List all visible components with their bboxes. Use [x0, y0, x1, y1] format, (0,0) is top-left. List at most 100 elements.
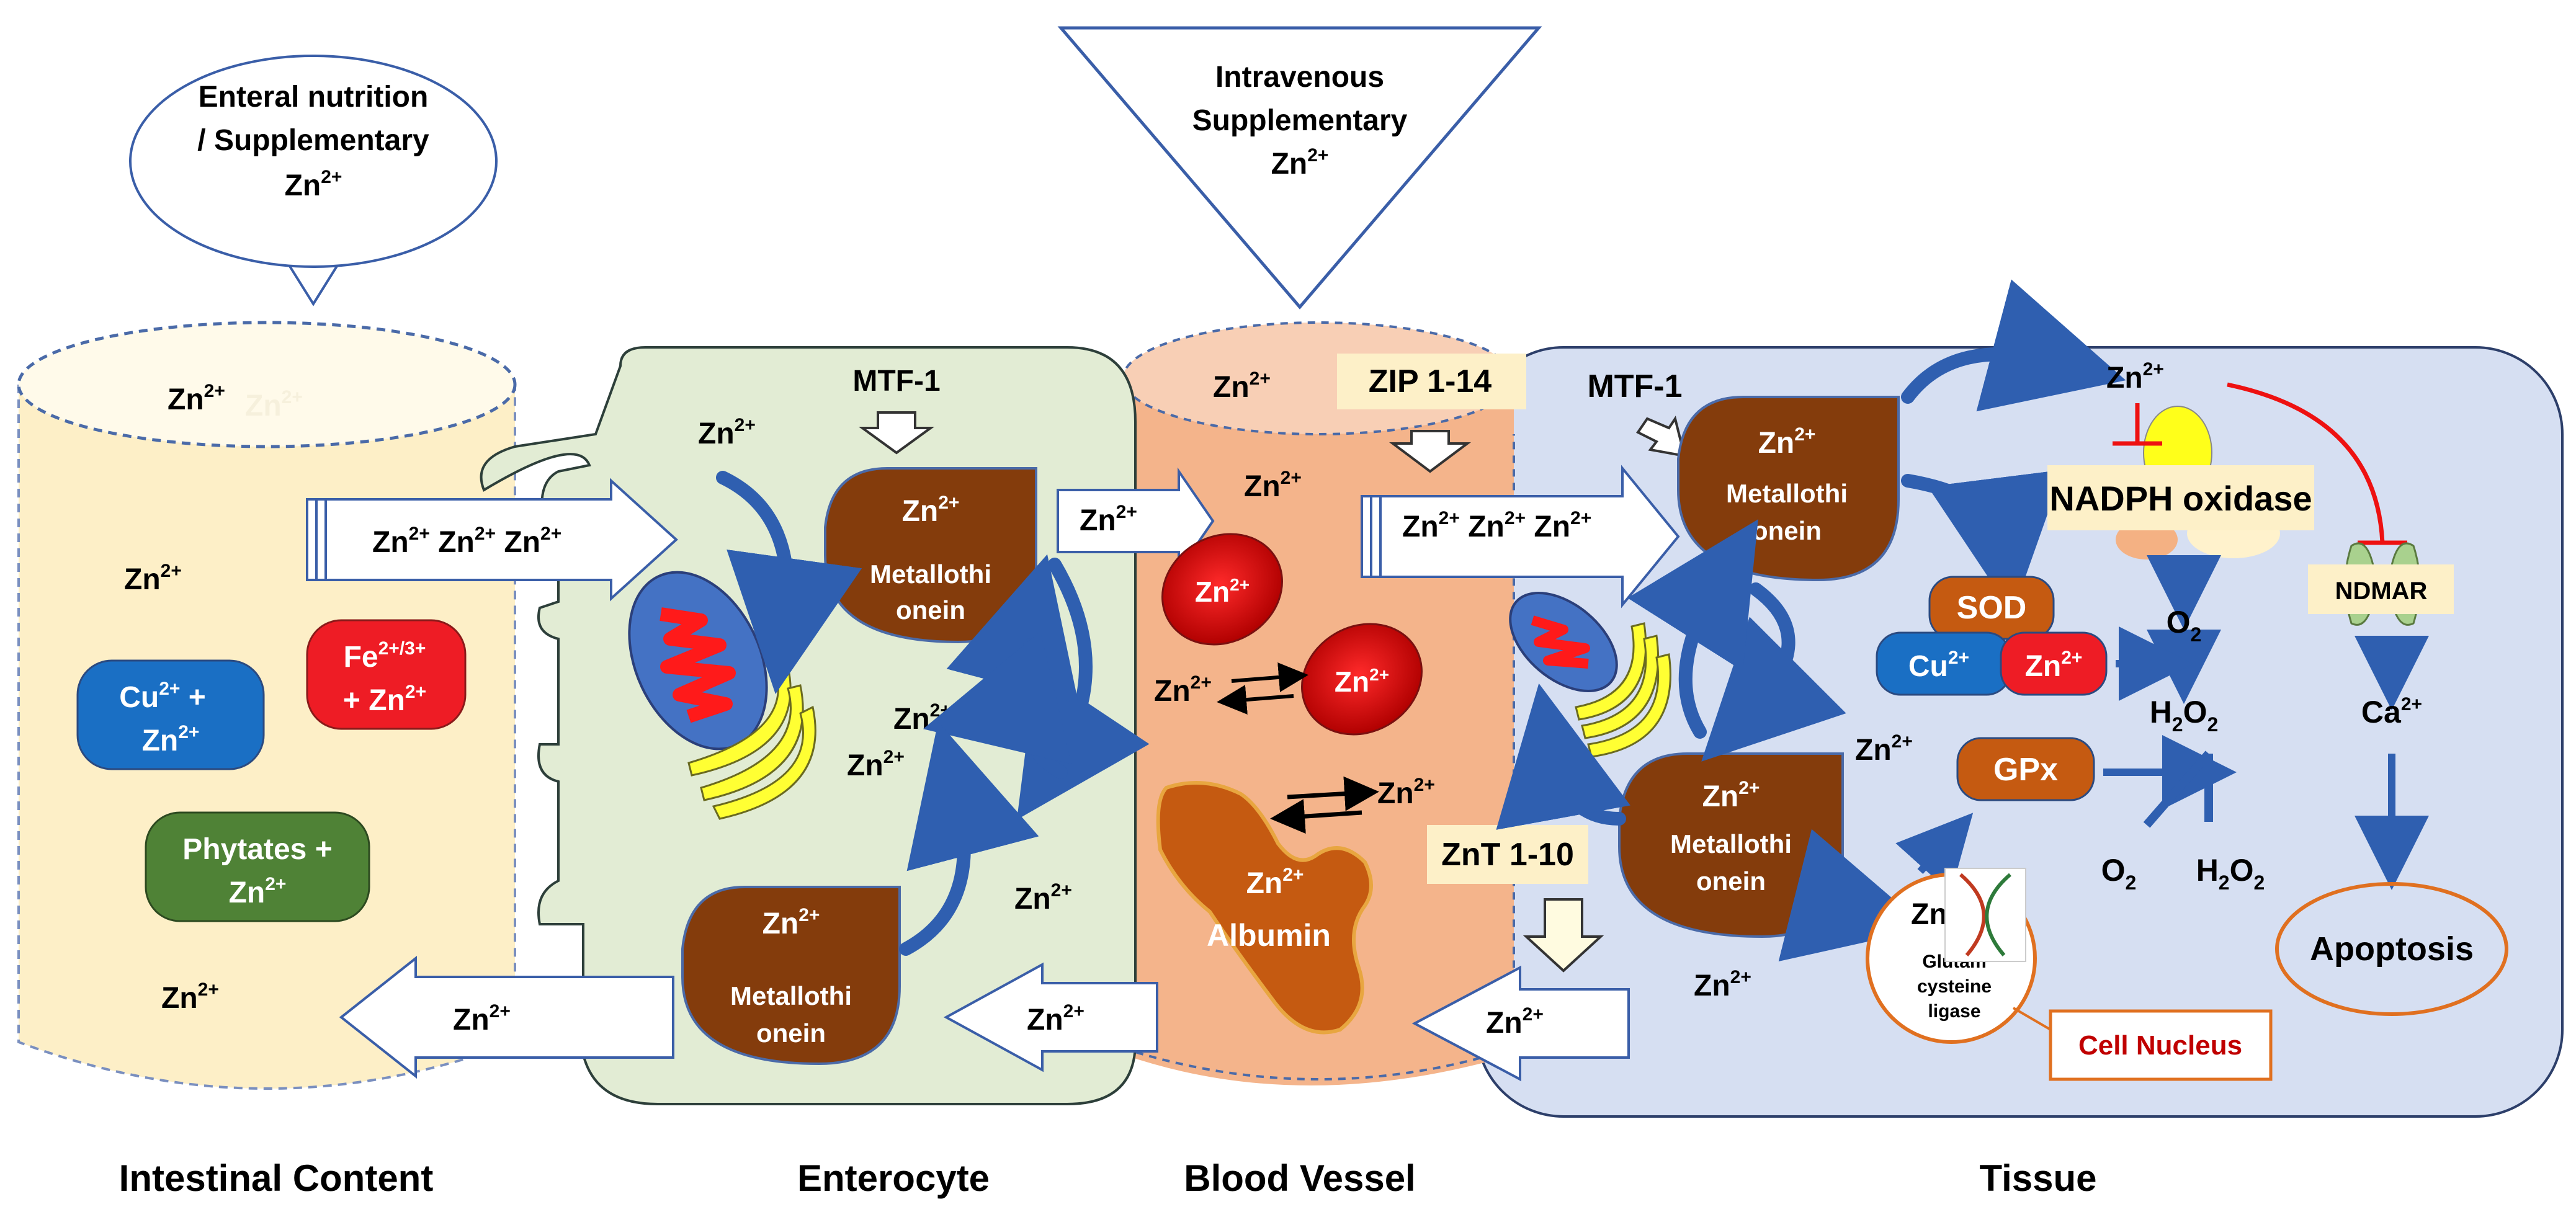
enterocyte-er [687, 666, 816, 820]
o2-label: O2 [2167, 605, 2202, 646]
zn-label: Zn2+ [161, 979, 219, 1015]
svg-text:Zn2+: Zn2+ [847, 747, 905, 782]
svg-text:Albumin: Albumin [1207, 918, 1331, 953]
svg-text:Metallothi: Metallothi [1670, 829, 1792, 858]
inhibition-lines [2113, 382, 2407, 545]
blood-zn-labels: Zn2+ Zn2+ Zn2+ Zn2+ [1154, 368, 1435, 810]
svg-text:onein: onein [896, 595, 965, 625]
absorption-arrow: Zn2+ Zn2+ Zn2+ [306, 478, 678, 602]
gpx-enzyme: GPx [1956, 737, 2095, 801]
ros-arrows [1895, 555, 2429, 893]
iv-line-2: Supplementary [1192, 104, 1408, 137]
svg-text:Zn2+: Zn2+ [698, 415, 756, 450]
excretion-arrow: Zn2+ [339, 955, 674, 1079]
tissue-title: Tissue [1980, 1157, 2097, 1199]
blood-to-enterocyte-arrow: Zn2+ [943, 962, 1158, 1072]
svg-text:onein: onein [1752, 516, 1822, 545]
svg-text:Zn2+: Zn2+ [1702, 778, 1760, 813]
svg-text:SOD: SOD [1957, 590, 2027, 626]
svg-text:GPx: GPx [1993, 752, 2058, 788]
svg-text:Zn2+: Zn2+ [1154, 672, 1212, 708]
intestinal-content-title: Intestinal Content [119, 1157, 434, 1199]
enterocyte-metallothionein-bottom: Zn2+ Metallothi onein [681, 886, 901, 1066]
svg-text:Metallothi: Metallothi [730, 981, 852, 1010]
apoptosis-node: Apoptosis [2275, 882, 2508, 1016]
enteral-supplement-callout: Enteral nutrition / Supplementary Zn2+ [129, 55, 498, 306]
svg-text:Zn2+: Zn2+ [1014, 880, 1072, 916]
svg-text:Zn2+: Zn2+ [902, 492, 960, 528]
iv-line-1: Intravenous [1215, 61, 1384, 94]
tissue-mtf1-label: MTF-1 [1587, 368, 1682, 404]
svg-text:Zn2+: Zn2+ [1246, 865, 1304, 900]
svg-text:Zn2+ Zn2+ Zn2+: Zn2+ Zn2+ Zn2+ [1402, 508, 1591, 543]
cell-nucleus: Zn2+ Glutam cysteine ligase Cell Nucleus [1866, 868, 2273, 1081]
tissue-mitochondrion [1509, 591, 1618, 693]
svg-text:onein: onein [1696, 867, 1766, 896]
sod-complex: SOD Cu2+ Zn2+ [1876, 576, 2108, 696]
svg-text:Apoptosis: Apoptosis [2310, 930, 2474, 968]
tissue-mtf1-arrow [1636, 416, 1686, 458]
enterocyte-metallothionein-top: Zn2+ Metallothi onein [824, 467, 1037, 644]
svg-text:Zn2+: Zn2+ [1758, 424, 1816, 460]
znt-label: ZnT 1-10 [1441, 837, 1574, 873]
h2o2-product-label: H2O2 [2196, 853, 2265, 894]
svg-text:Zn2+: Zn2+ [763, 905, 820, 940]
svg-text:Zn2+: Zn2+ [1244, 468, 1302, 503]
nadph-oxidase-complex: NADPH oxidase [2047, 406, 2314, 559]
albumin-molecule: Zn2+ Albumin [1156, 781, 1373, 1035]
svg-text:Phytates +: Phytates + [182, 833, 332, 866]
svg-text:Zn2+: Zn2+ [1377, 775, 1435, 810]
zn-label: Zn2+ [124, 561, 182, 596]
svg-text:Zn2+: Zn2+ [1486, 1004, 1544, 1040]
svg-text:Zn2+: Zn2+ [229, 874, 287, 909]
compartment-titles: Intestinal Content Enterocyte Blood Vess… [119, 1157, 2097, 1199]
svg-text:Zn2+: Zn2+ [1080, 502, 1137, 537]
nmda-receptor: NDMAR [2308, 542, 2454, 626]
intestinal-zn-labels: Zn2+ Zn2+ Zn2+ Zn2+ [124, 381, 303, 1015]
tissue-metallothionein-top: Zn2+ Metallothi onein [1677, 396, 1900, 582]
cell-nucleus-label: Cell Nucleus [2078, 1030, 2242, 1061]
rbc-zn-label: Zn2+ [1195, 575, 1250, 608]
svg-text:onein: onein [756, 1018, 826, 1048]
svg-text:+ Zn2+: + Zn2+ [343, 682, 426, 717]
enterocyte-title: Enterocyte [797, 1157, 990, 1199]
svg-text:Metallothi: Metallothi [870, 559, 991, 589]
red-blood-cell [1301, 623, 1423, 736]
tissue-export-arrow: Zn2+ [1411, 965, 1630, 1082]
svg-text:Zn2+: Zn2+ [1855, 731, 1913, 767]
zip-label-box [1337, 354, 1526, 409]
svg-text:Cu2+: Cu2+ [1908, 648, 1969, 683]
enteral-line-1: Enteral nutrition [199, 81, 429, 114]
svg-text:Zn2+: Zn2+ [1213, 368, 1271, 404]
svg-text:Zn2+: Zn2+ [1027, 1001, 1085, 1036]
zip-label: ZIP 1-14 [1369, 363, 1492, 399]
nadph-oxidase-label: NADPH oxidase [2049, 479, 2312, 518]
h2o2-label: H2O2 [2150, 695, 2219, 736]
ca-label: Ca2+ [2361, 694, 2422, 729]
tissue-zn-labels: Zn2+ Zn2+ Zn2+ [1694, 359, 2164, 1002]
enteral-line-2: / Supplementary [197, 124, 429, 157]
svg-text:cysteine: cysteine [1917, 976, 1992, 997]
svg-text:Metallothi: Metallothi [1726, 479, 1848, 508]
tissue-uptake-arrow: Zn2+ Zn2+ Zn2+ [1361, 465, 1680, 608]
dna-icon [1944, 868, 2026, 962]
tissue-metallothionein-bottom: Zn2+ Metallothi onein [1618, 752, 1844, 938]
svg-text:Zn2+: Zn2+ [1694, 967, 1751, 1002]
fe-zn-complex: Fe2+/3+ + Zn2+ [306, 619, 467, 730]
svg-text:Fe2+/3+: Fe2+/3+ [344, 638, 426, 674]
zip-down-arrow [1389, 430, 1471, 473]
iv-zn: Zn2+ [1271, 145, 1329, 180]
znt-label-box [1427, 825, 1588, 884]
enteral-zn: Zn2+ [285, 167, 342, 202]
svg-text:Cu2+ +: Cu2+ + [119, 679, 206, 714]
svg-text:Zn2+ Zn2+ Zn2+: Zn2+ Zn2+ Zn2+ [372, 524, 561, 559]
tissue-curved-arrows [1496, 279, 2126, 962]
red-blood-cell [1161, 533, 1283, 646]
intravenous-supplement-callout: Intravenous Supplementary Zn2+ [1057, 26, 1542, 310]
svg-text:ligase: ligase [1928, 1001, 1980, 1022]
zn-label: Zn2+ [168, 381, 225, 416]
rbc-equilibrium-arrows [1217, 662, 1308, 715]
albumin-equilibrium-arrows [1270, 776, 1379, 834]
znt-down-arrow [1523, 898, 1604, 973]
